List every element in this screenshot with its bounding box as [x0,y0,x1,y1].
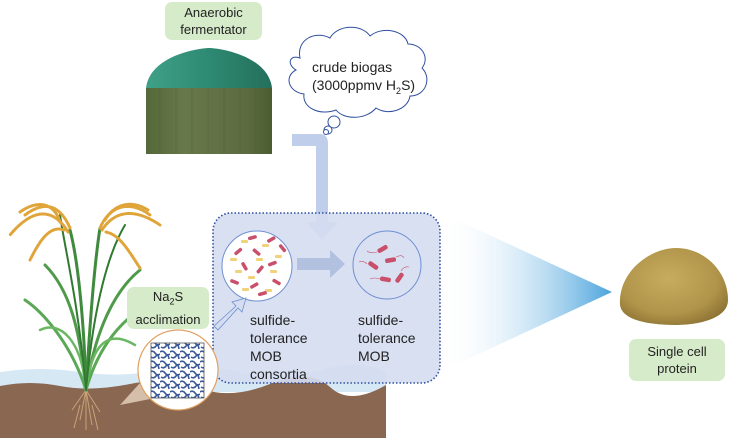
biogas-cloud [288,26,428,135]
acclimation-label-line2: acclimation [135,311,201,327]
consortia-label: sulfide- tolerance MOB consortia [250,312,308,382]
single-cell-protein-label: Single cell protein [629,339,725,381]
process-beam [440,212,612,372]
anaerobic-fermentator [146,48,272,154]
acclimation-label: Na2S acclimation [127,287,209,329]
plant-roots [71,389,101,431]
rice-grains [8,202,162,270]
biogas-label-line1: crude biogas [312,59,393,75]
acclimation-arrow [213,297,247,331]
selection-arrow [297,250,345,278]
single-cell-protein-powder [619,248,728,325]
consortia-circle [221,230,293,302]
fermentator-label: Anaerobic fermentator [165,2,262,40]
fermentator-label-line2: fermentator [180,22,247,37]
mob-label: sulfide- tolerance MOB [358,312,416,364]
magnifier-circle [137,329,219,411]
biogas-label: crude biogas (3000ppmv H2S) [312,58,415,100]
fermentator-label-line1: Anaerobic [184,5,243,20]
mob-circle [352,230,422,300]
acclimation-label-line1: Na2S [152,289,184,307]
biogas-label-line2: (3000ppmv H2S) [312,77,416,96]
rice-plant [23,214,162,392]
